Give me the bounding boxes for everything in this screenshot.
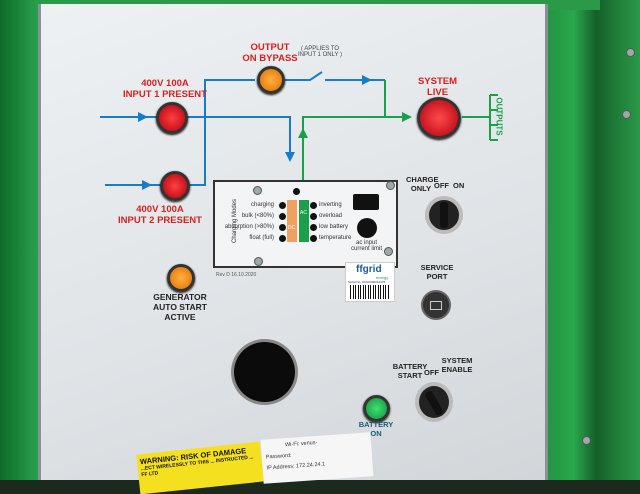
inverter-display-panel: DC AC charging bulk (<80%) absorption (>… [213,180,398,268]
overload-label: overload [319,213,343,219]
inverter-display-window [353,194,379,210]
system-enable-label: SYSTEM ENABLE [441,356,473,374]
input2-label: 400V 100A INPUT 2 PRESENT [118,204,202,226]
float-label: float (full) [249,235,274,241]
output-bypass-label: OUTPUT ON BYPASS [242,42,298,64]
service-port[interactable] [421,290,451,320]
battery-start-label: BATTERY START [392,362,428,380]
service-port-label: SERVICE PORT [420,263,454,281]
dc-bar: DC [287,200,297,242]
knob-label: ac input current limit [351,240,383,252]
cable-hole [231,339,298,405]
charging-label: charging [250,202,274,208]
wiring-diagram [100,71,498,200]
input1-label: 400V 100A INPUT 1 PRESENT [123,78,207,100]
low-battery-label: low battery [319,224,349,230]
battery-off-label: OFF [424,368,439,377]
barcode [350,285,390,299]
bulk-label: bulk (<80%) [241,213,274,219]
system-live-lamp [417,97,461,139]
current-limit-knob[interactable] [357,218,377,238]
inverting-label: inverting [319,202,342,208]
generator-lamp [167,264,195,292]
input1-lamp [156,102,188,134]
charging-modes-label: Charging Modes [232,198,239,244]
absorption-label: absorption (>80%) [224,224,274,230]
ac-bar: AC [299,200,309,242]
battery-on-lamp [363,395,390,422]
enclosure-door-right [530,0,640,480]
battery-system-switch[interactable] [415,382,453,422]
outputs-label: OUTPUTS [494,97,504,136]
wifi-label: Wi-Fi: venus-Password:IP Address: 172.24… [260,432,374,484]
charge-on-label: ON [453,181,465,190]
output-bypass-lamp [257,66,285,94]
applies-to-label: ( APPLIES TO INPUT 1 ONLY ) [298,46,343,58]
temperature-label: temperature [319,235,352,241]
brand-label: ffgrid energy Serial No. OFG0000210475 [345,262,395,302]
revision-label: Rev D 16.10.2020 [216,272,257,278]
generator-label: GENERATOR AUTO START ACTIVE [153,292,207,322]
battery-on-label: BATTERY ON [358,420,394,438]
system-live-label: SYSTEM LIVE [417,76,458,98]
charge-only-label: CHARGE ONLY [406,175,439,193]
charge-mode-switch[interactable] [425,196,463,234]
charge-off-label: OFF [434,181,449,190]
input2-lamp [160,171,190,201]
